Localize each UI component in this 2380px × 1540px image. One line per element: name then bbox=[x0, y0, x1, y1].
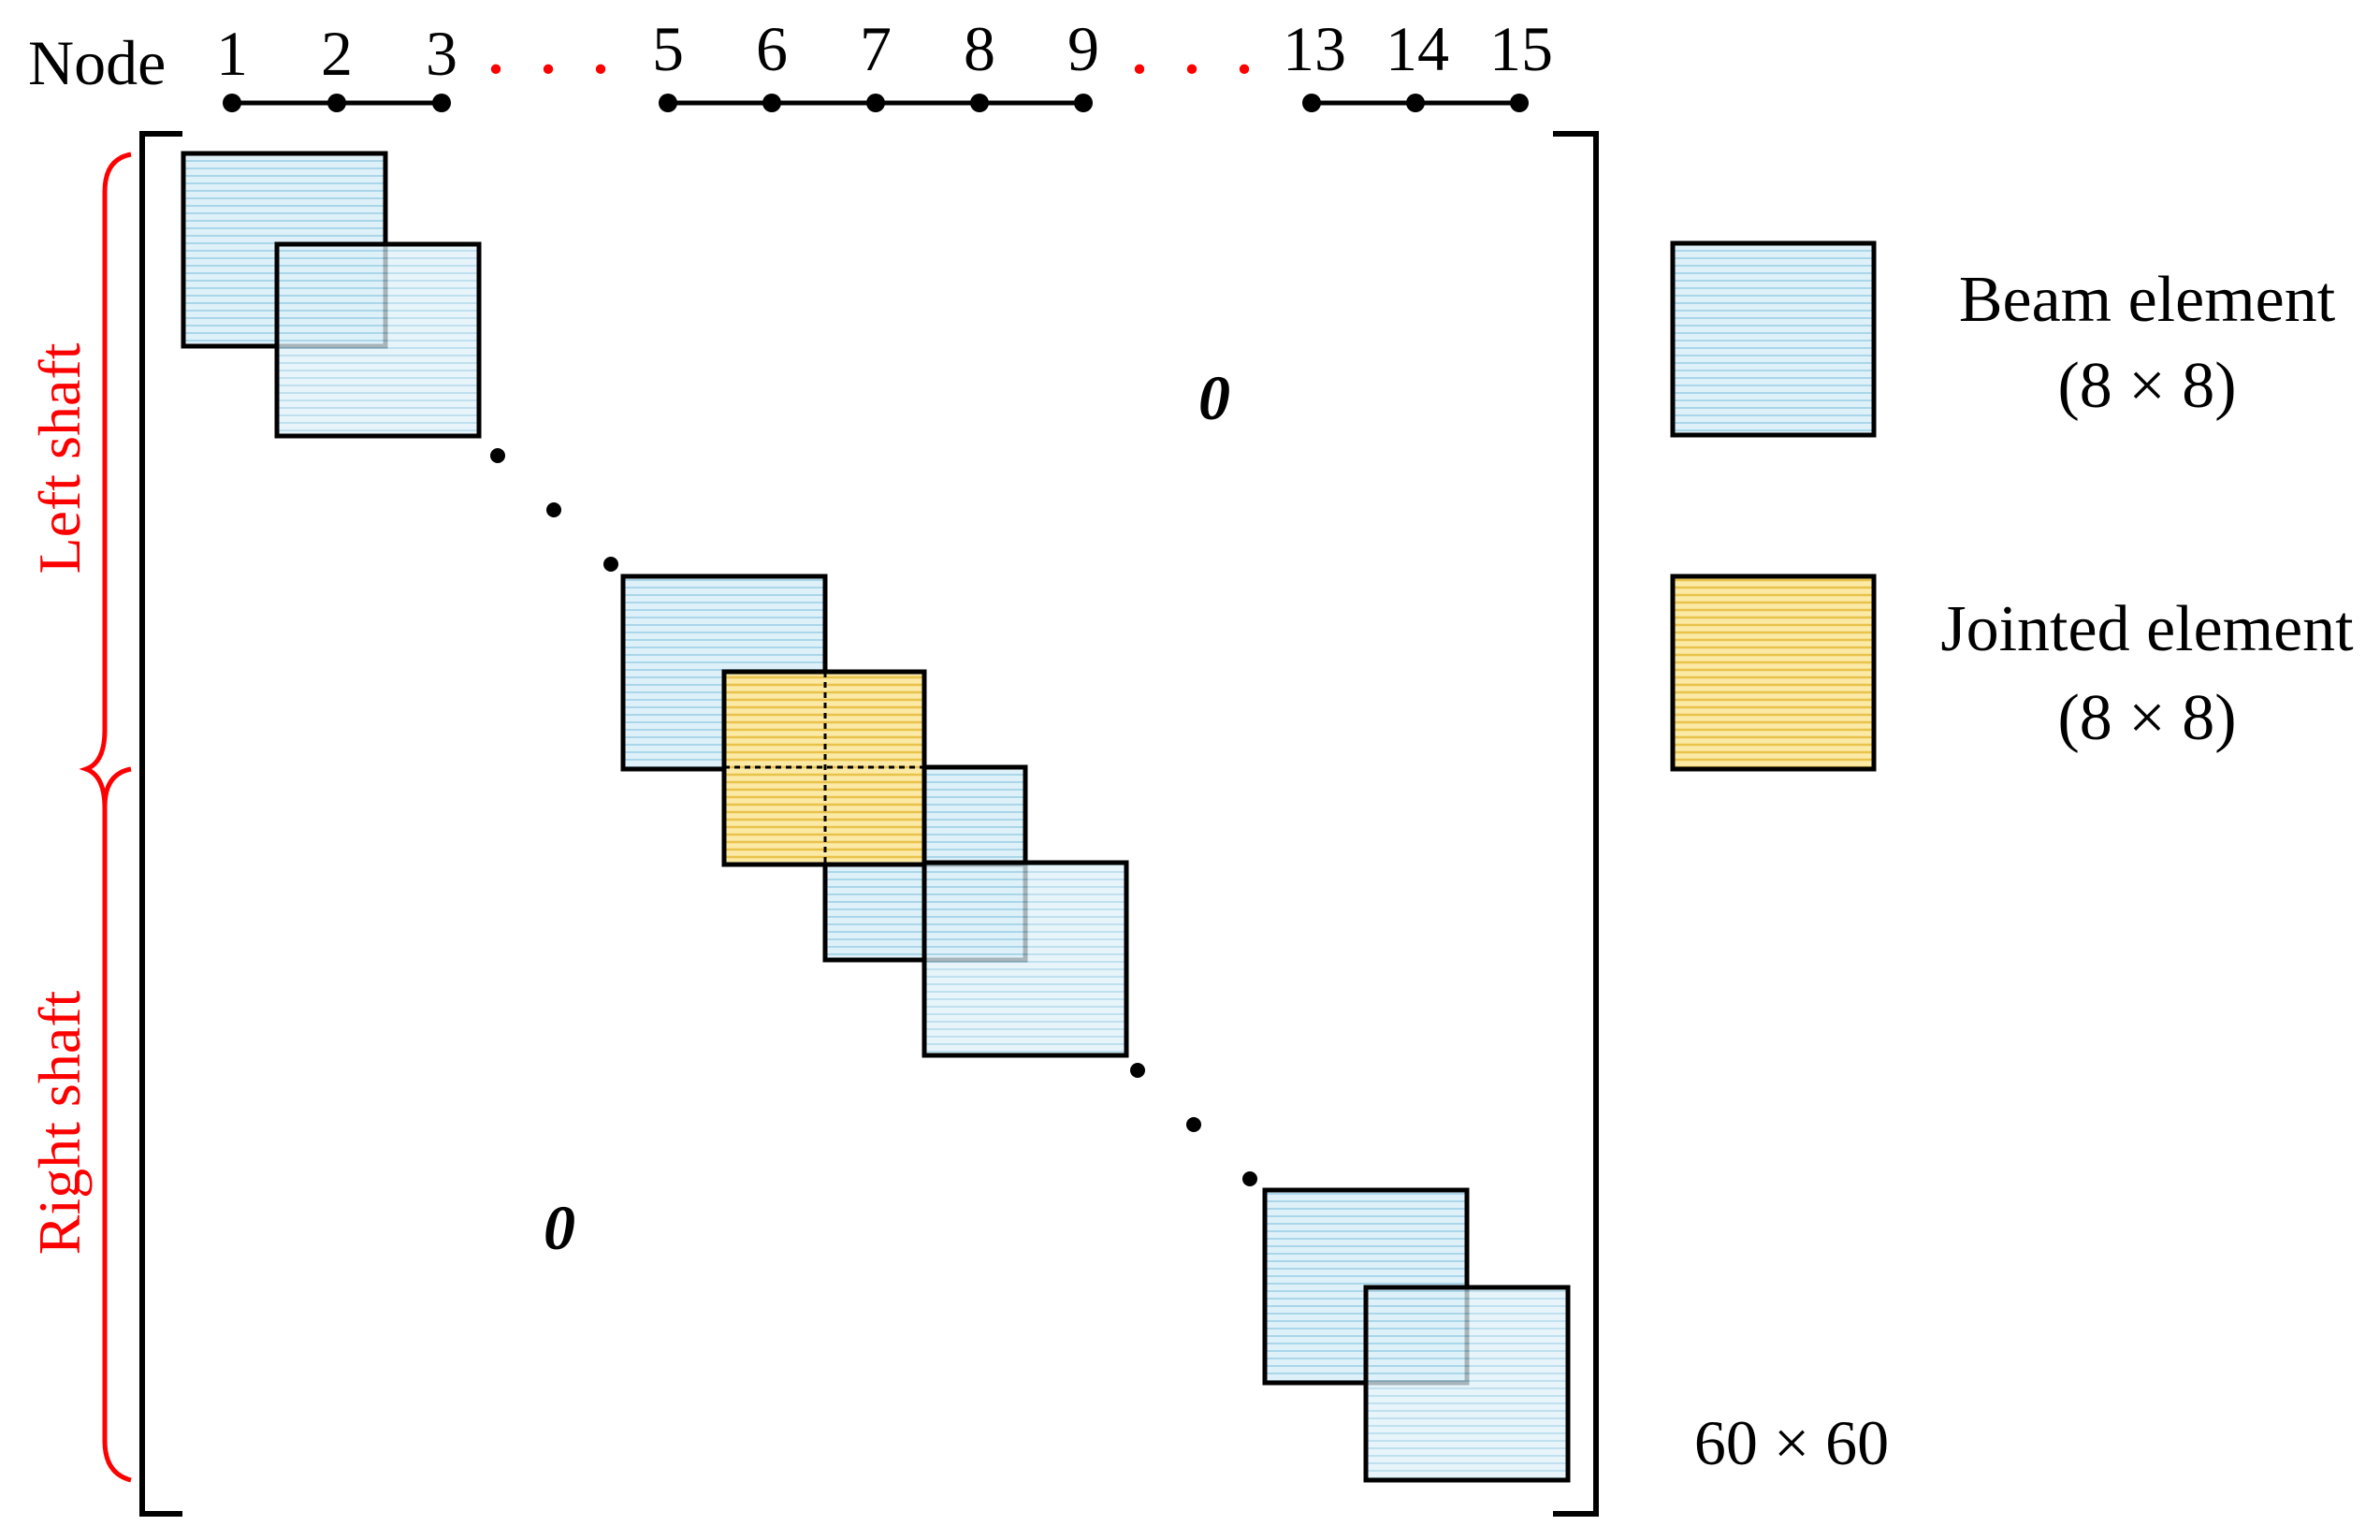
middle-block-group bbox=[620, 574, 1129, 1058]
matrix-size-label: 60 × 60 bbox=[1694, 1407, 1889, 1478]
diagonal-dot bbox=[546, 502, 561, 517]
beam-block-group-2 bbox=[1262, 1187, 1571, 1483]
node-dot bbox=[1510, 94, 1529, 112]
node-line-group-1 bbox=[223, 94, 451, 112]
node-dot bbox=[866, 94, 885, 112]
legend-jointed-title: Jointed element bbox=[1940, 593, 2354, 665]
beam-block-group-1 bbox=[181, 151, 482, 439]
node-ellipsis: . . . bbox=[488, 20, 619, 86]
node-dot bbox=[327, 94, 346, 112]
legend-beam-title: Beam element bbox=[1959, 264, 2336, 336]
zero-lower-symbol: 0 bbox=[544, 1192, 575, 1263]
legend-jointed-swatch bbox=[1670, 574, 1877, 772]
diagonal-dot bbox=[1186, 1117, 1201, 1132]
beam-element-block bbox=[922, 860, 1129, 1058]
matrix-right-bracket bbox=[1553, 131, 1599, 1517]
beam-element-block bbox=[1363, 1285, 1571, 1483]
beam-element-block bbox=[274, 241, 482, 439]
diagonal-dot bbox=[603, 557, 618, 572]
legend-beam-size: (8 × 8) bbox=[2057, 350, 2236, 422]
diagonal-dot bbox=[1242, 1171, 1257, 1186]
node-header-label: Node bbox=[28, 27, 166, 98]
node-number: 1 bbox=[216, 18, 248, 89]
node-line-group-2 bbox=[659, 94, 1093, 112]
node-number: 14 bbox=[1386, 13, 1449, 84]
node-number: 9 bbox=[1067, 13, 1099, 84]
left-shaft-brace bbox=[79, 152, 132, 809]
diagonal-dot bbox=[1130, 1063, 1145, 1078]
zero-upper-symbol: 0 bbox=[1198, 362, 1230, 433]
legend: Beam element (8 × 8) Jointed element (8 … bbox=[1670, 240, 2354, 772]
node-dot bbox=[1302, 94, 1321, 112]
node-dot bbox=[659, 94, 677, 112]
node-dot bbox=[1074, 94, 1093, 112]
beam-element-block bbox=[922, 764, 1028, 867]
node-dot bbox=[970, 94, 989, 112]
diagonal-dot bbox=[490, 448, 505, 463]
node-number: 7 bbox=[860, 13, 892, 84]
node-dot bbox=[432, 94, 451, 112]
node-number: 3 bbox=[426, 18, 457, 89]
node-line-group-3 bbox=[1302, 94, 1529, 112]
node-number: 6 bbox=[756, 13, 788, 84]
node-number: 5 bbox=[652, 13, 684, 84]
node-number: 2 bbox=[321, 18, 353, 89]
left-shaft-label: Left shaft bbox=[26, 342, 93, 574]
node-dot bbox=[223, 94, 241, 112]
legend-jointed-size: (8 × 8) bbox=[2057, 682, 2236, 754]
node-ellipsis: . . . bbox=[1132, 20, 1263, 86]
node-dot bbox=[1406, 94, 1425, 112]
matrix-left-bracket bbox=[139, 131, 182, 1517]
right-shaft-brace bbox=[102, 766, 132, 1483]
node-number: 8 bbox=[964, 13, 995, 84]
node-dot bbox=[762, 94, 781, 112]
node-number: 15 bbox=[1489, 13, 1553, 84]
right-shaft-label: Right shaft bbox=[26, 990, 93, 1255]
legend-beam-swatch bbox=[1670, 240, 1877, 438]
node-number: 13 bbox=[1283, 13, 1346, 84]
